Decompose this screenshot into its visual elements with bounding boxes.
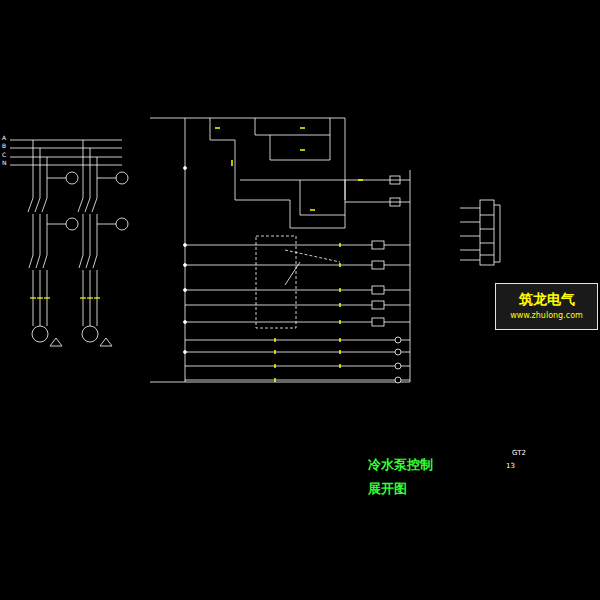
drawing-number: GT2 — [512, 450, 526, 458]
watermark-title: 筑龙电气 — [510, 290, 583, 310]
phase-label: N — [2, 160, 7, 167]
power-bus — [10, 140, 122, 165]
watermark-url: www.zhulong.com — [510, 310, 583, 321]
watermark-box: 筑龙电气www.zhulong.com — [495, 283, 598, 330]
motor-branch — [78, 140, 128, 346]
motor-branch — [28, 140, 78, 346]
terminal-block — [460, 200, 500, 265]
control-circuit — [150, 118, 410, 383]
phase-label: B — [2, 143, 6, 150]
drawing-subtitle: 展开图 — [368, 482, 407, 496]
drawing-title: 冷水泵控制 — [368, 458, 433, 472]
phase-label: A — [2, 135, 6, 142]
sheet-number: 13 — [506, 463, 515, 471]
phase-label: C — [2, 152, 6, 159]
